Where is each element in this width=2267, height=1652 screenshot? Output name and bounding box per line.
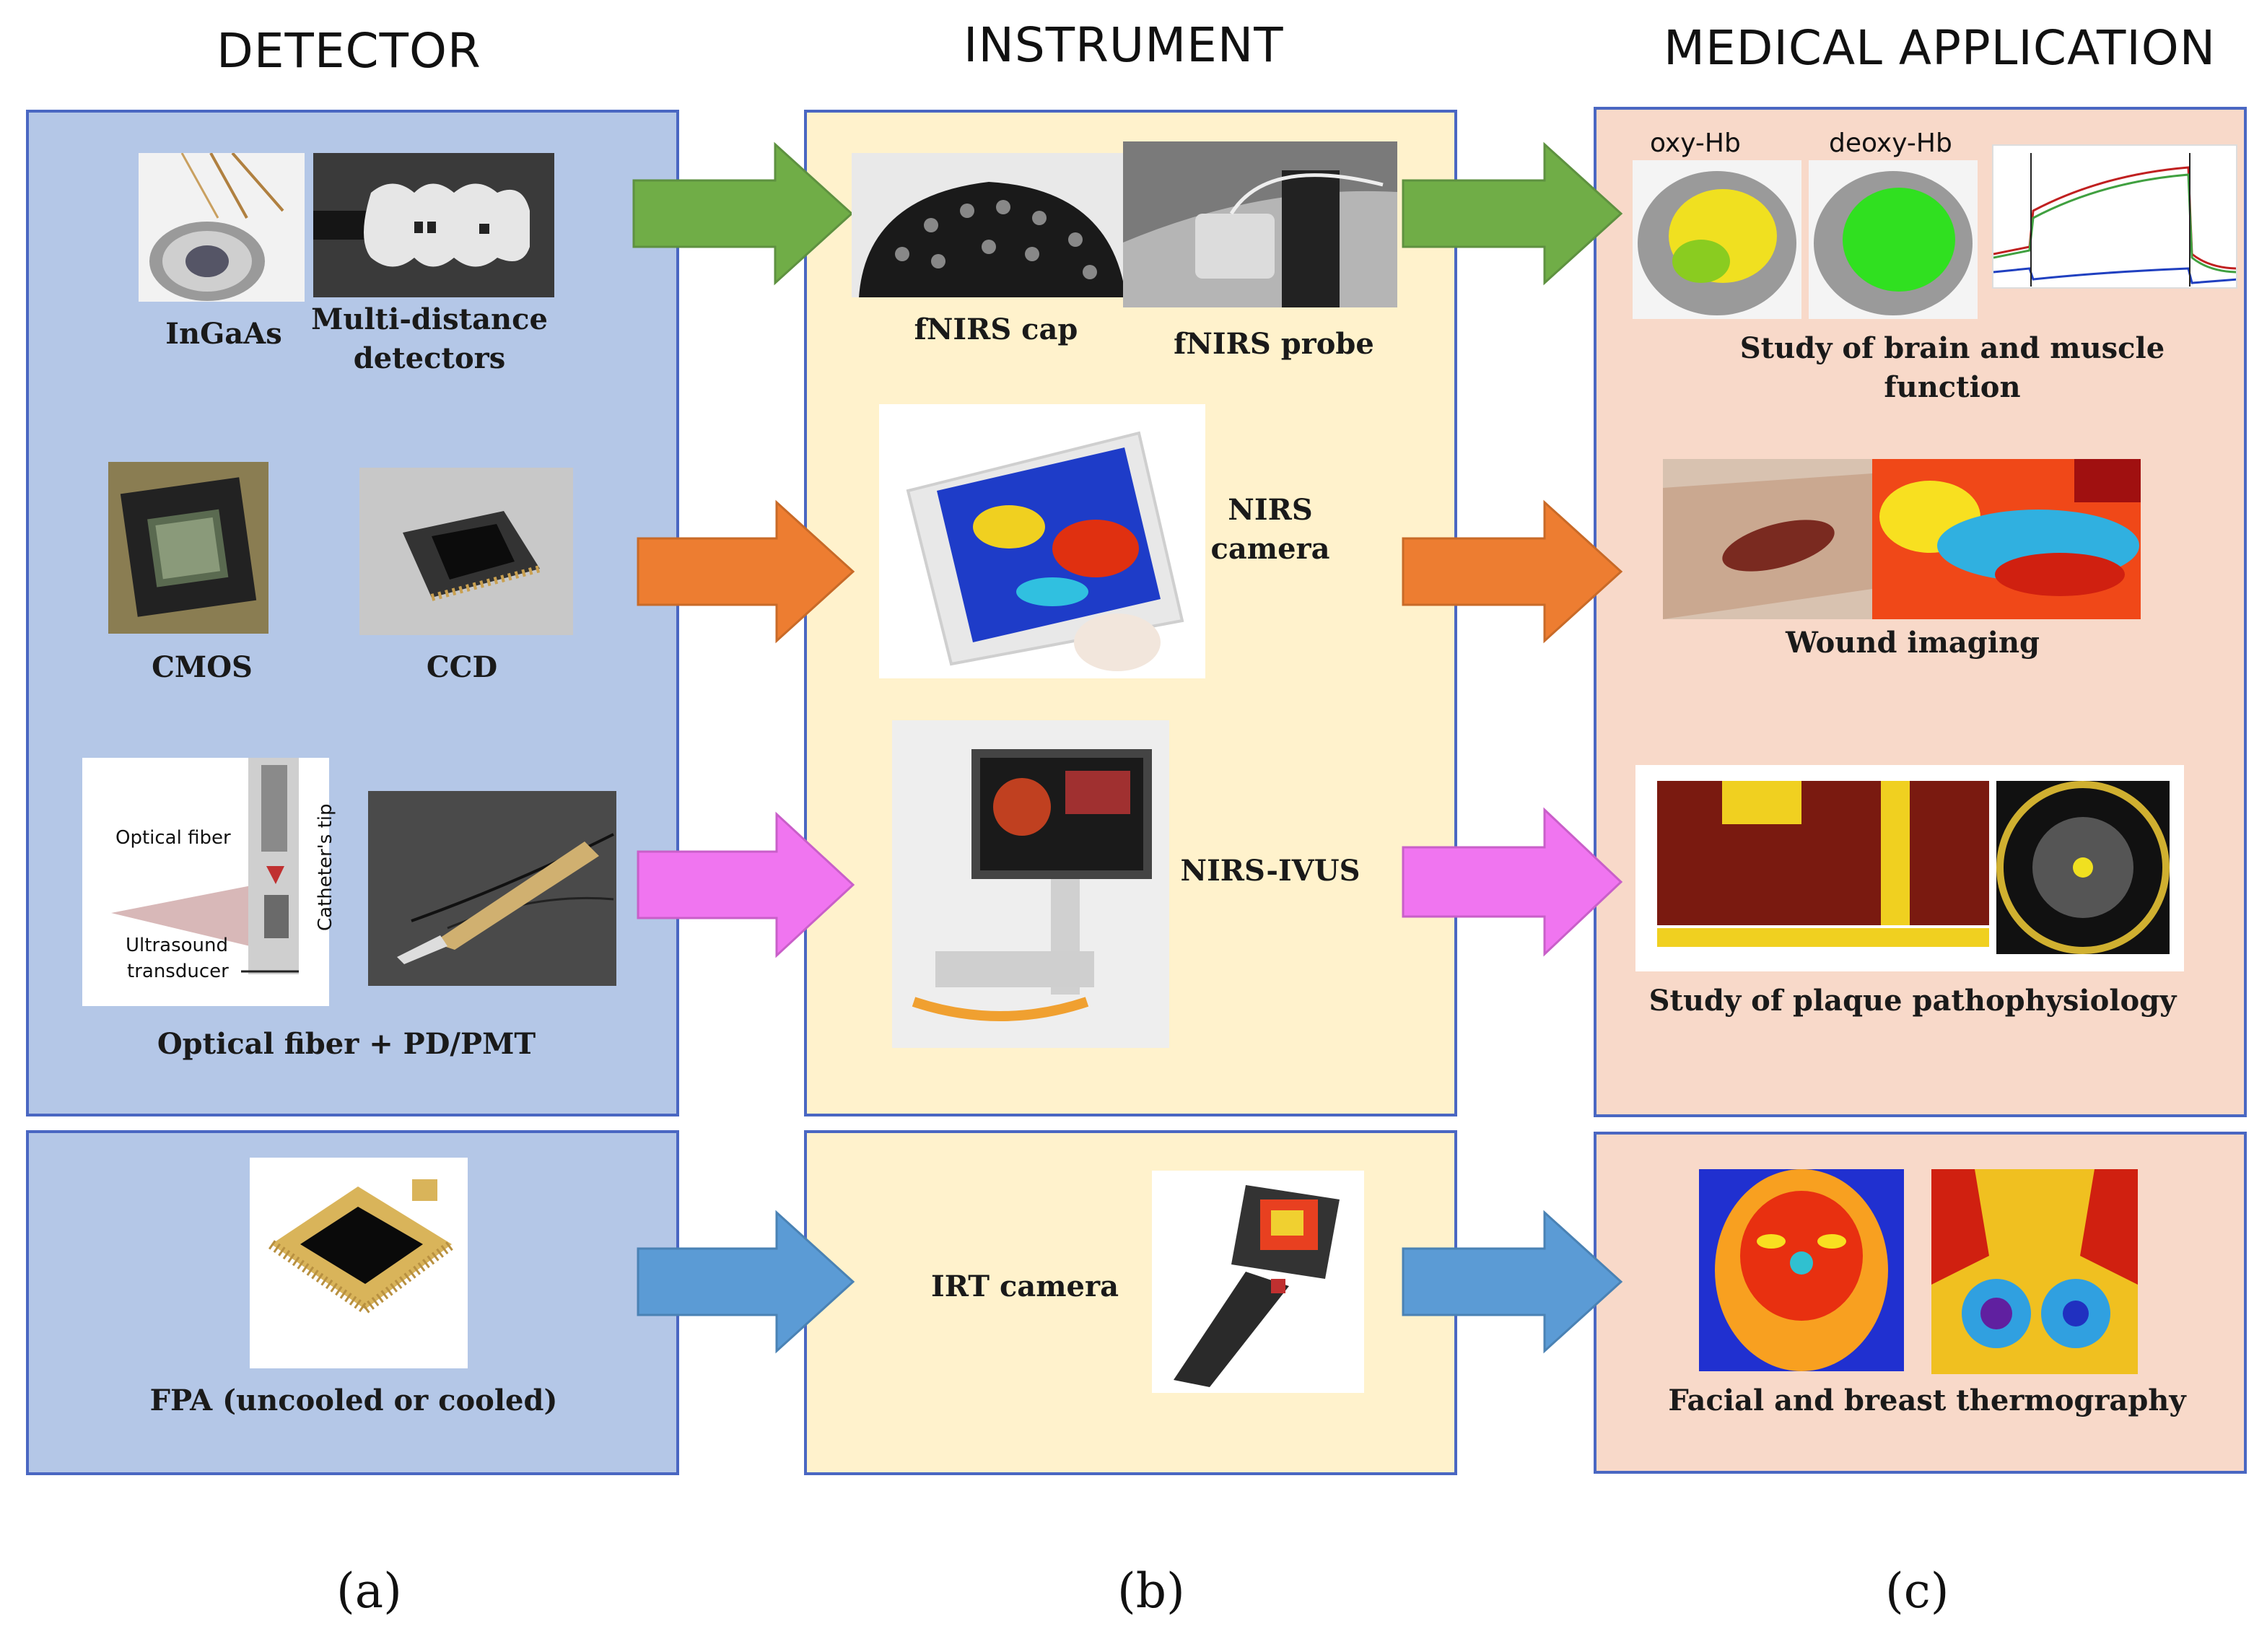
- nirs-ivus-system-photo: [892, 720, 1169, 1048]
- optical-fiber-pd-label: Optical fiber + PD/PMT: [157, 1027, 536, 1061]
- subfigure-label-b: (b): [1117, 1563, 1185, 1619]
- arrow-magenta-detector-instrument: [637, 811, 855, 958]
- arrow-orange-detector-instrument: [637, 499, 855, 644]
- arrow-magenta-instrument-application: [1402, 807, 1623, 957]
- breast-thermogram: [1931, 1169, 2138, 1374]
- fnirs-cap-photo: [852, 153, 1126, 297]
- detector-header: DETECTOR: [217, 23, 481, 79]
- arrow-green-detector-instrument: [632, 141, 854, 286]
- oxy-hb-label: oxy-Hb: [1650, 128, 1741, 158]
- ccd-sensor-photo: [359, 468, 573, 635]
- ccd-label: CCD: [426, 650, 498, 684]
- nirs-camera-label: NIRS camera: [1210, 493, 1330, 566]
- brain-muscle-study-label: Study of brain and muscle function: [1739, 331, 2165, 404]
- hemodynamic-response-plot: [1992, 144, 2237, 289]
- cmos-sensor-photo: [108, 462, 268, 634]
- irt-camera-label: IRT camera: [931, 1269, 1119, 1303]
- transducer-callout: transducer: [127, 961, 229, 982]
- plaque-study-label: Study of plaque pathophysiology: [1648, 984, 2177, 1018]
- instrument-header: INSTRUMENT: [964, 17, 1284, 73]
- ingaas-label: InGaAs: [165, 317, 282, 351]
- oxy-hb-brain-map: [1633, 160, 1801, 319]
- ultrasound-callout: Ultrasound: [126, 935, 228, 956]
- irt-camera-photo: [1152, 1171, 1364, 1393]
- wound-imaging-label: Wound imaging: [1785, 626, 2040, 660]
- deoxy-hb-brain-map: [1809, 160, 1978, 319]
- thermography-label: Facial and breast thermography: [1668, 1384, 2186, 1417]
- wound-photo: [1663, 459, 1872, 619]
- nirs-ivus-label: NIRS-IVUS: [1180, 854, 1360, 888]
- facial-thermogram: [1699, 1169, 1904, 1371]
- medical-application-header: MEDICAL APPLICATION: [1664, 20, 2216, 76]
- plaque-imaging-figure: [1635, 765, 2184, 971]
- fnirs-probe-label: fNIRS probe: [1174, 327, 1374, 361]
- catheter-tip-diagram: [82, 758, 329, 1006]
- cmos-label: CMOS: [152, 650, 253, 684]
- wound-nirs-map: [1872, 459, 2141, 619]
- multi-distance-detector-photo: [313, 153, 554, 297]
- multi-distance-detector-label: Multi-distance detectors: [311, 302, 548, 375]
- arrow-blue-instrument-application: [1402, 1210, 1623, 1354]
- arrow-green-instrument-application: [1402, 141, 1623, 286]
- catheter-tip-callout: Catheter's tip: [315, 803, 336, 931]
- arrow-orange-instrument-application: [1402, 499, 1623, 644]
- optical-fiber-probe-photo: [368, 791, 616, 986]
- fnirs-cap-label: fNIRS cap: [914, 313, 1078, 346]
- fpa-label: FPA (uncooled or cooled): [149, 1384, 558, 1417]
- ingaas-photo: [139, 153, 305, 302]
- nirs-camera-photo: [879, 404, 1205, 678]
- subfigure-label-a: (a): [336, 1563, 402, 1619]
- fnirs-probe-photo: [1123, 141, 1397, 307]
- optical-fiber-callout: Optical fiber: [115, 827, 231, 849]
- fpa-sensor-photo: [250, 1158, 468, 1368]
- application-panel-ir: [1594, 1132, 2247, 1474]
- subfigure-label-c: (c): [1885, 1563, 1949, 1619]
- deoxy-hb-label: deoxy-Hb: [1829, 128, 1952, 158]
- arrow-blue-detector-instrument: [637, 1210, 855, 1354]
